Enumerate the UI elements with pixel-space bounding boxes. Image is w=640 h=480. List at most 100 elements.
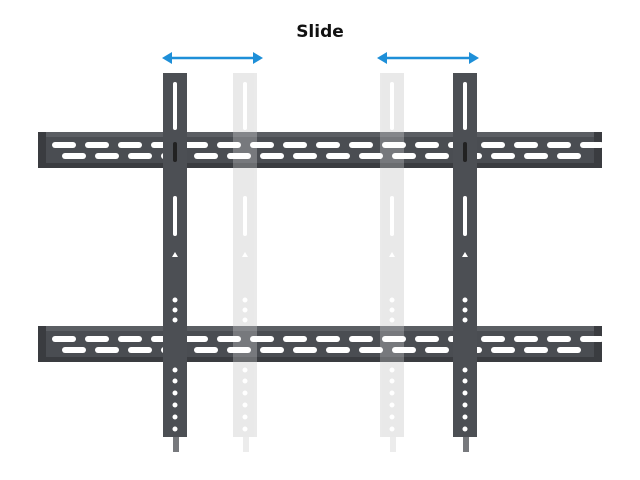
rail-end-cap bbox=[594, 132, 602, 168]
rail-slot bbox=[524, 153, 548, 159]
rail-slot bbox=[250, 336, 274, 342]
rail-slot bbox=[52, 336, 76, 342]
rail-slot bbox=[349, 142, 373, 148]
rail-slot bbox=[326, 153, 350, 159]
rail-slot bbox=[118, 142, 142, 148]
ghost-overlay bbox=[233, 326, 257, 362]
rail-end-cap bbox=[594, 326, 602, 362]
rail-slot bbox=[227, 153, 251, 159]
rail-slot bbox=[316, 336, 340, 342]
rail-slot bbox=[326, 347, 350, 353]
rail-top-edge bbox=[38, 326, 602, 331]
rail-slot bbox=[524, 347, 548, 353]
bracket-arm-right bbox=[453, 73, 477, 452]
rail-slot bbox=[85, 336, 109, 342]
arm-hole bbox=[389, 414, 395, 420]
rail-slot bbox=[250, 142, 274, 148]
rail-slot bbox=[547, 336, 571, 342]
arm-hole bbox=[389, 367, 395, 373]
arm-slot bbox=[463, 142, 467, 162]
rail-slot bbox=[293, 153, 317, 159]
arm-slot bbox=[173, 196, 177, 236]
double-arrow-left-icon bbox=[162, 52, 263, 64]
arrow-head-left bbox=[377, 52, 387, 64]
arm-hole bbox=[462, 378, 468, 384]
arm-hole bbox=[172, 414, 178, 420]
rail-body bbox=[38, 132, 602, 168]
rail-slot bbox=[580, 142, 604, 148]
arm-tab bbox=[463, 430, 469, 452]
rail-slot bbox=[283, 336, 307, 342]
rail-slot bbox=[62, 153, 86, 159]
arm-hole bbox=[389, 390, 395, 396]
rail-slot bbox=[547, 142, 571, 148]
rail-slot bbox=[392, 153, 416, 159]
arm-hole bbox=[242, 307, 248, 313]
arm-hole bbox=[242, 317, 248, 323]
rail-slot bbox=[557, 347, 581, 353]
arm-hole bbox=[389, 307, 395, 313]
rail-end-cap bbox=[38, 132, 46, 168]
arm-tab bbox=[390, 430, 396, 452]
rail-slot bbox=[514, 142, 538, 148]
arm-hole bbox=[172, 317, 178, 323]
arm-hole bbox=[462, 414, 468, 420]
rail-slot bbox=[514, 336, 538, 342]
rail-slot bbox=[481, 336, 505, 342]
rail-slot bbox=[293, 347, 317, 353]
rail-slot bbox=[62, 347, 86, 353]
rail-slot bbox=[415, 336, 439, 342]
arm-hole bbox=[389, 317, 395, 323]
rail-slot bbox=[184, 142, 208, 148]
rail-slot bbox=[217, 336, 241, 342]
arm-slot bbox=[390, 82, 394, 130]
arrow-head-right bbox=[469, 52, 479, 64]
arm-slot bbox=[463, 196, 467, 236]
top-rail bbox=[38, 132, 604, 168]
double-arrow-right-icon bbox=[377, 52, 479, 64]
arm-tab bbox=[243, 430, 249, 452]
arm-arrow-mark bbox=[172, 252, 178, 257]
rail-slot bbox=[382, 336, 406, 342]
rail-slot bbox=[85, 142, 109, 148]
rail-slot bbox=[425, 153, 449, 159]
rail-slot bbox=[184, 336, 208, 342]
arm-hole bbox=[172, 402, 178, 408]
rail-top-edge bbox=[38, 132, 602, 137]
arm-hole bbox=[242, 297, 248, 303]
bracket-arm-ghost-left bbox=[233, 73, 257, 452]
rail-slot bbox=[118, 336, 142, 342]
rail-slot bbox=[425, 347, 449, 353]
arm-tab bbox=[173, 430, 179, 452]
rail-bottom-edge bbox=[38, 163, 602, 168]
arm-arrow-mark bbox=[242, 252, 248, 257]
arm-hole bbox=[462, 367, 468, 373]
rail-slot bbox=[415, 142, 439, 148]
arm-hole bbox=[389, 297, 395, 303]
rail-end-cap bbox=[38, 326, 46, 362]
rail-slot bbox=[491, 153, 515, 159]
rail-slot bbox=[349, 336, 373, 342]
slide-caption: Slide bbox=[296, 22, 344, 42]
arm-hole bbox=[172, 307, 178, 313]
rail-slot bbox=[95, 347, 119, 353]
rail-slot bbox=[128, 347, 152, 353]
bracket-arm-left bbox=[163, 73, 187, 452]
arm-slot bbox=[463, 82, 467, 130]
arrow-head-right bbox=[253, 52, 263, 64]
arm-hole bbox=[462, 390, 468, 396]
rail-body bbox=[38, 326, 602, 362]
arm-hole bbox=[462, 297, 468, 303]
rail-slot bbox=[557, 153, 581, 159]
rail-slot bbox=[382, 142, 406, 148]
arm-hole bbox=[242, 414, 248, 420]
arm-hole bbox=[172, 390, 178, 396]
arm-hole bbox=[242, 426, 248, 432]
arm-hole bbox=[462, 307, 468, 313]
rail-slot bbox=[194, 347, 218, 353]
arm-hole bbox=[242, 378, 248, 384]
rail-slot bbox=[359, 153, 383, 159]
arm-hole bbox=[172, 297, 178, 303]
